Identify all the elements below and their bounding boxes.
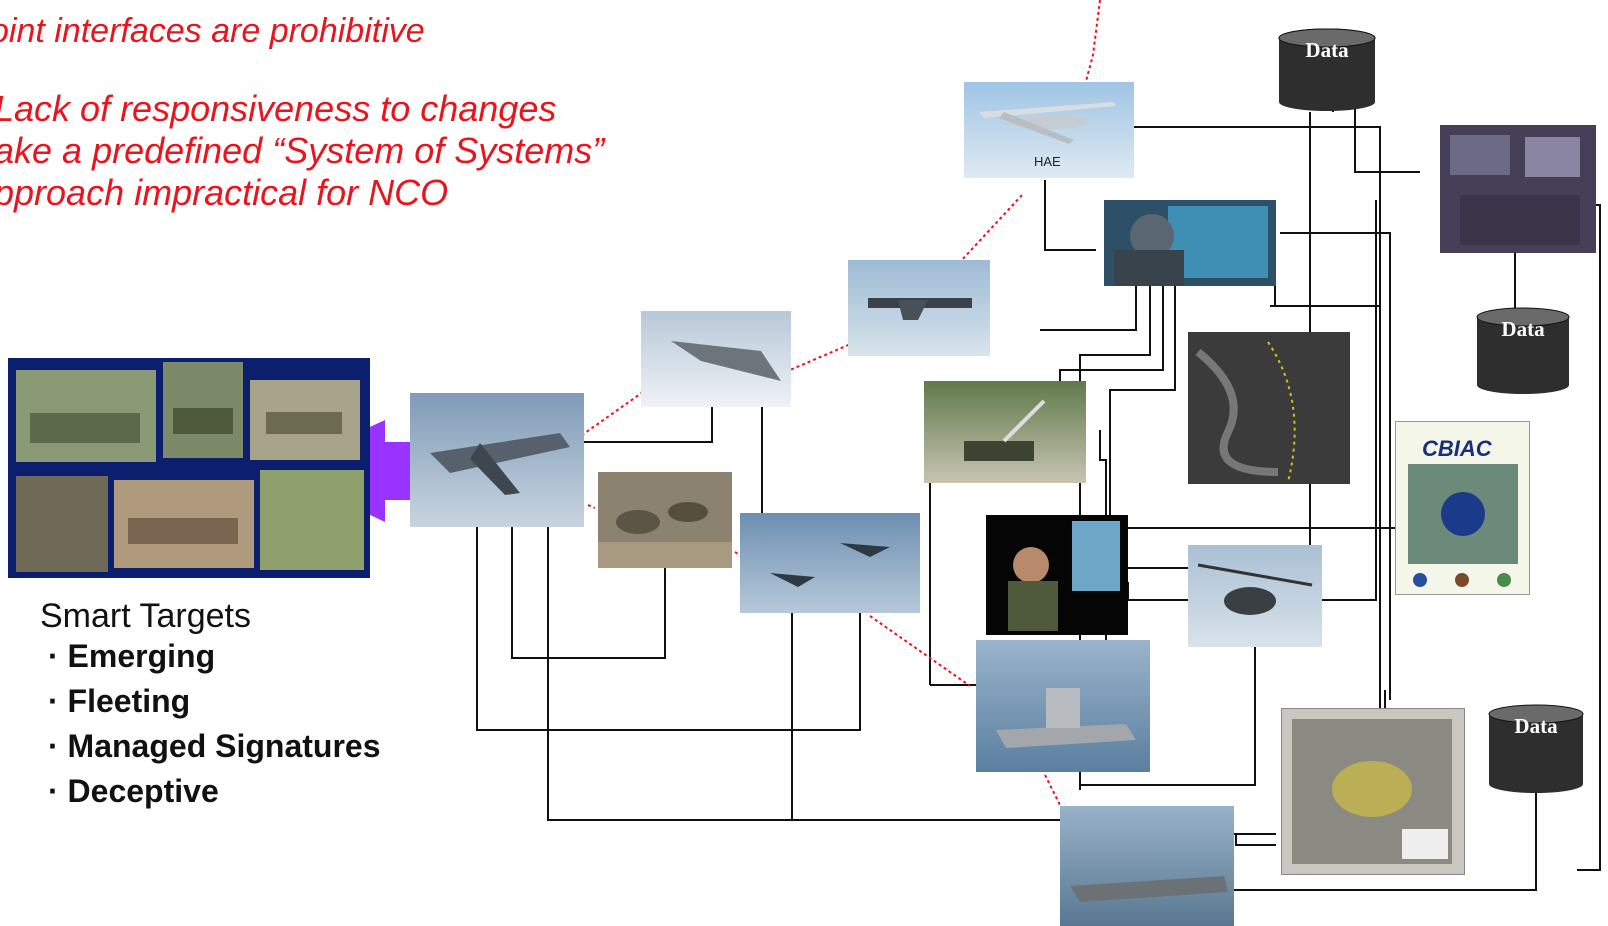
data-store-label: Data bbox=[1305, 38, 1349, 62]
cbiac-collage-icon bbox=[1408, 464, 1518, 587]
list-item: Emerging bbox=[48, 634, 381, 679]
rocket-launcher-image bbox=[924, 381, 1086, 483]
hae-uav-image: HAE bbox=[964, 82, 1134, 178]
operator-workstation-image bbox=[1104, 200, 1276, 286]
header-line-1: oint interfaces are prohibitive bbox=[0, 12, 425, 50]
data-store-mid-right: Data bbox=[1476, 307, 1570, 395]
soldiers-image bbox=[598, 472, 732, 568]
helicopter-image bbox=[1188, 545, 1322, 647]
aircraft-carrier-image bbox=[1060, 806, 1234, 926]
header-line-2c: pproach impractical for NCO bbox=[0, 172, 449, 213]
stealth-drone-image bbox=[641, 311, 791, 407]
bomber-aircraft-image bbox=[848, 260, 990, 356]
data-store-label: Data bbox=[1501, 317, 1545, 341]
smart-targets-list: Emerging Fleeting Managed Signatures Dec… bbox=[48, 634, 381, 814]
satellite-map-icon bbox=[1195, 341, 1296, 483]
data-store-label: Data bbox=[1514, 714, 1558, 738]
header-line-2a: Lack of responsiveness to changes bbox=[0, 88, 557, 129]
fighter-pair-icon bbox=[770, 543, 890, 587]
helicopter-icon bbox=[1197, 563, 1313, 615]
uav-icon bbox=[979, 102, 1116, 144]
armored-vehicles-image bbox=[16, 362, 364, 572]
header-line-2b: ake a predefined “System of Systems” bbox=[0, 130, 605, 171]
ops-room-icon bbox=[1450, 135, 1580, 245]
smart-targets-collage bbox=[8, 358, 370, 578]
console-icon bbox=[1008, 521, 1120, 631]
warship-icon bbox=[996, 688, 1136, 748]
launcher-icon bbox=[964, 399, 1046, 461]
list-item: Managed Signatures bbox=[48, 724, 381, 769]
list-item: Deceptive bbox=[48, 769, 381, 814]
city-map-icon bbox=[1292, 719, 1452, 864]
header-line-2: Lack of responsiveness to changes ake a … bbox=[0, 88, 604, 214]
database-icon bbox=[1488, 704, 1584, 793]
soldier-console-image bbox=[986, 515, 1128, 635]
fighter-pair-image bbox=[740, 513, 920, 613]
operator-icon bbox=[1114, 206, 1268, 286]
operations-room-image bbox=[1440, 125, 1596, 253]
cbiac-logo: CBIAC bbox=[1422, 436, 1492, 461]
drone-icon bbox=[671, 341, 781, 381]
urban-map-image bbox=[1281, 708, 1465, 875]
bomber-icon bbox=[868, 298, 972, 320]
data-store-top: Data bbox=[1278, 28, 1376, 112]
carrier-icon bbox=[1070, 876, 1228, 902]
soldiers-icon bbox=[598, 502, 732, 568]
fighter-jet-image bbox=[410, 393, 584, 527]
satellite-imagery bbox=[1188, 332, 1350, 484]
cruiser-ship-image bbox=[976, 640, 1150, 772]
hae-label: HAE bbox=[1034, 154, 1061, 169]
data-store-bottom-right: Data bbox=[1488, 704, 1584, 794]
smart-targets-heading: Smart Targets bbox=[40, 597, 252, 635]
database-icon bbox=[1278, 28, 1376, 111]
database-icon bbox=[1476, 307, 1570, 394]
list-item: Fleeting bbox=[48, 679, 381, 724]
fighter-icon bbox=[430, 433, 570, 495]
cbiac-poster: CBIAC bbox=[1395, 421, 1530, 595]
